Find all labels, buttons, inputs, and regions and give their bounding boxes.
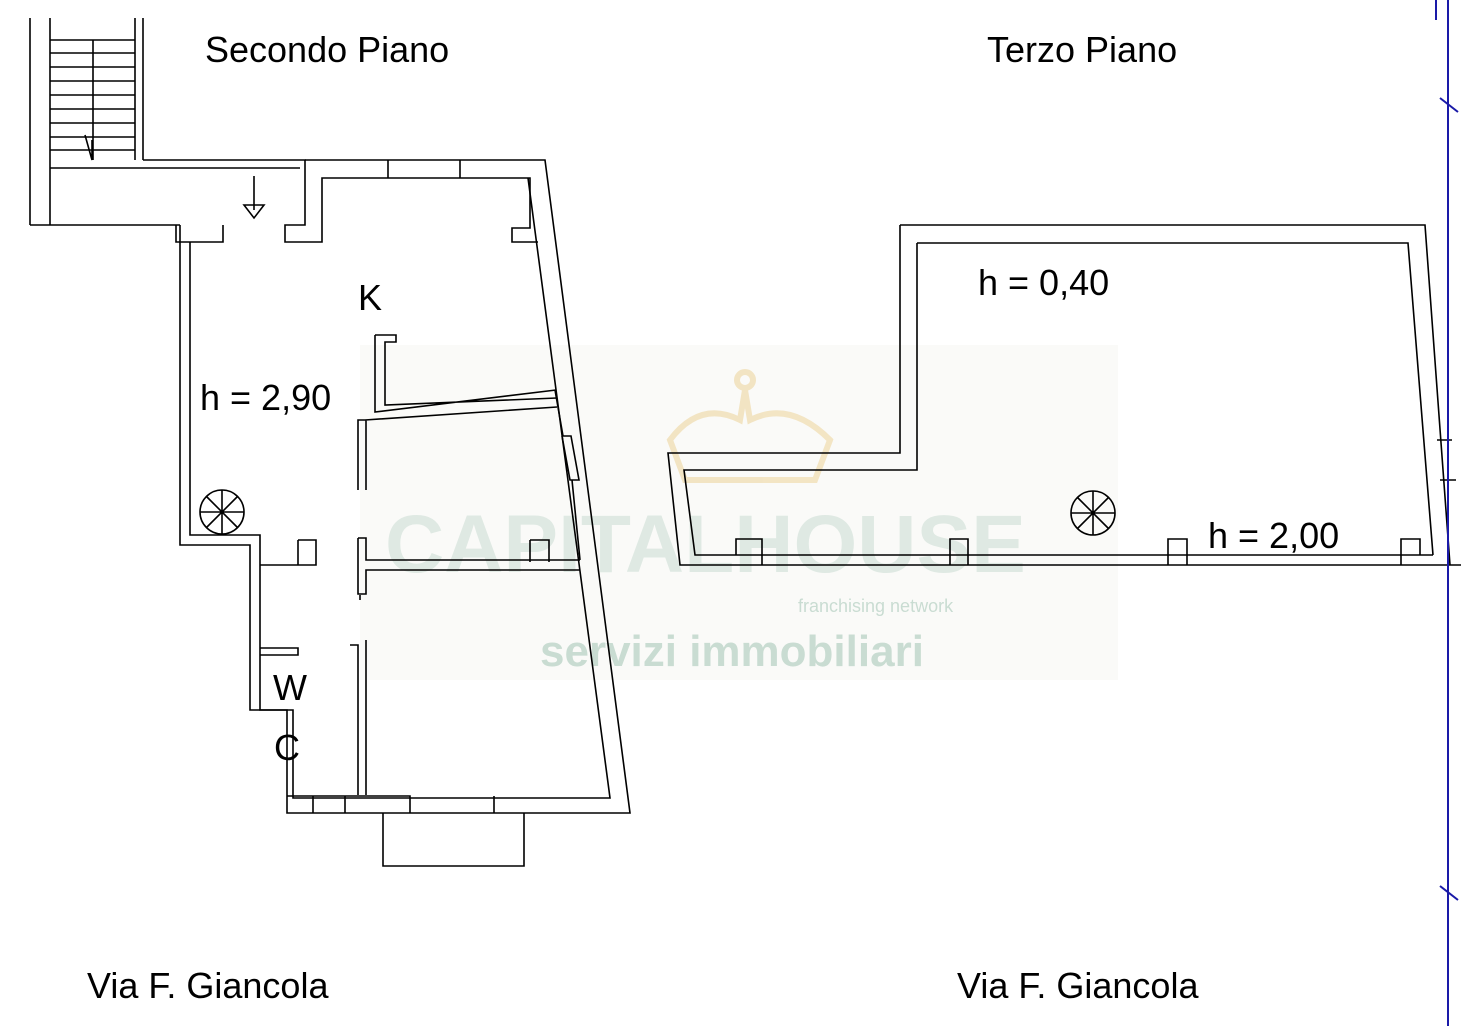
watermark-tagline: franchising network (798, 596, 954, 616)
second-floor-plan: Secondo Piano K h = 2,90 W C Via F. Gian… (29, 18, 631, 1006)
spiral-stair-icon (1070, 490, 1116, 536)
height-label-low: h = 0,40 (978, 262, 1109, 303)
height-label: h = 2,90 (200, 377, 331, 418)
third-floor-street: Via F. Giancola (957, 965, 1199, 1006)
third-floor-plan: Terzo Piano h = 0,40 h = 2,00 Via F. Gia… (667, 29, 1461, 1006)
second-floor-street: Via F. Giancola (87, 965, 329, 1006)
crown-logo-icon (666, 369, 834, 483)
room-label-k: K (358, 277, 382, 318)
walls (175, 159, 631, 867)
watermark: CAPITALHOUSE franchising network servizi… (360, 345, 1118, 680)
watermark-brand: CAPITALHOUSE (385, 499, 1026, 590)
walls (667, 224, 1461, 566)
watermark-subtitle: servizi immobiliari (540, 627, 924, 676)
room-label-c: C (274, 727, 300, 768)
property-boundary-line (1435, 0, 1459, 1026)
third-floor-title: Terzo Piano (987, 29, 1177, 70)
staircase (29, 18, 538, 243)
second-floor-title: Secondo Piano (205, 29, 449, 70)
room-label-w: W (273, 667, 307, 708)
height-label-high: h = 2,00 (1208, 515, 1339, 556)
spiral-stair-icon (199, 489, 245, 535)
